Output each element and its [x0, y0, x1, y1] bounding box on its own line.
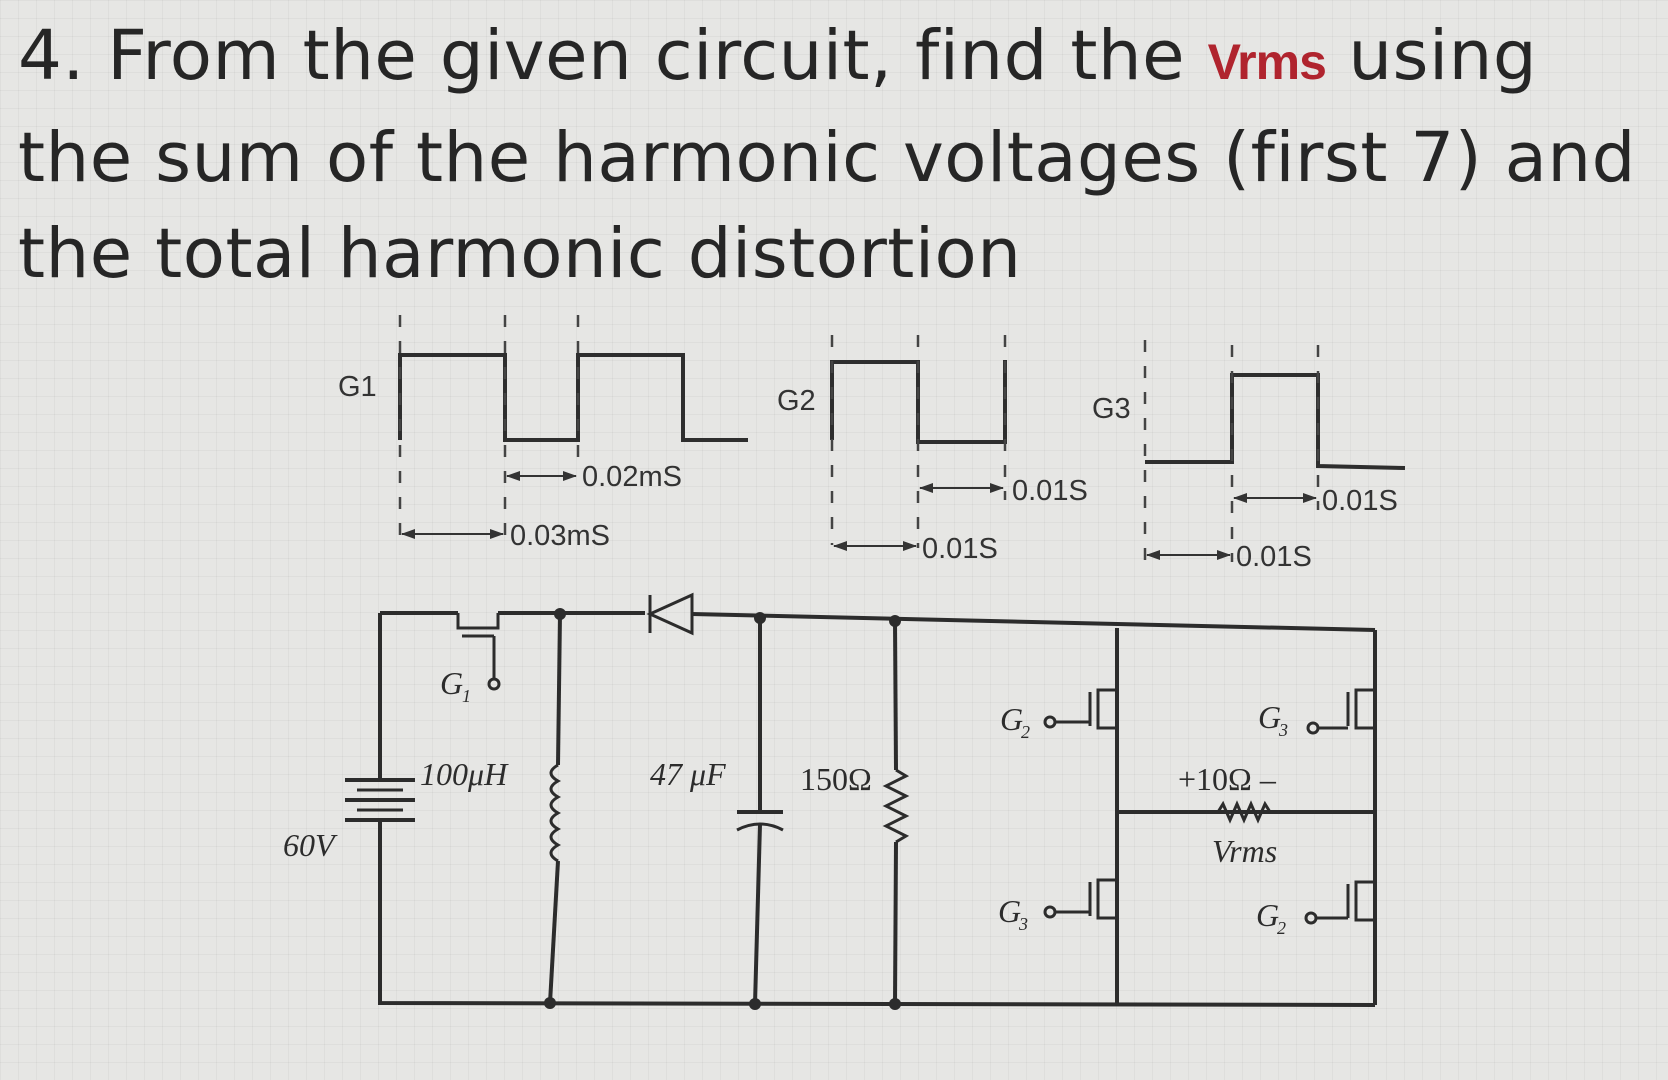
switch-g2-bottom-terminal: [1304, 911, 1318, 925]
switch-g2-bottom-body: [1354, 880, 1375, 922]
waveform-g2-trace: [830, 360, 1007, 444]
gate-g1-label: G: [440, 665, 463, 701]
battery-label: 60V: [283, 827, 338, 863]
question-text: 4. From the given circuit, find the Vrms…: [18, 8, 1648, 302]
resistor-label: 150Ω: [800, 761, 872, 797]
gate-g2-bottom-label: G: [1256, 897, 1279, 933]
gate-g3-bottom-label: G: [998, 893, 1021, 929]
capacitor-lead-bottom: [753, 823, 762, 1005]
gate-g2-bottom-sub: 2: [1277, 918, 1286, 938]
circuit: G 1 60V 100μH: [283, 592, 1377, 1010]
switch-g1-gate-terminal: [487, 677, 501, 691]
waveform-g3: G3 0.01S 0.01S: [1092, 340, 1406, 573]
diode-triangle: [646, 592, 694, 636]
waveform-g3-period-label: 0.01S: [1236, 541, 1312, 573]
switch-g3-bottom-body: [1096, 878, 1117, 920]
wire-top-right: [691, 612, 1376, 632]
vrms-highlight: Vrms: [1207, 34, 1327, 90]
waveform-g1: G1 0.02mS 0.03mS: [338, 315, 748, 552]
switch-g2-top-terminal: [1043, 715, 1057, 729]
inductor-lead-top: [556, 613, 562, 766]
load-voltage-label: Vrms: [1212, 833, 1277, 869]
gate-g3-top-label: G: [1258, 699, 1281, 735]
diode: [646, 592, 694, 636]
resistor-lead-bottom: [893, 841, 898, 1005]
inductor-label: 100μH: [420, 756, 509, 792]
waveform-g1-label: G1: [338, 371, 377, 403]
switch-g3-bottom-terminal: [1043, 905, 1057, 919]
switch-g2-top: G 2: [1000, 688, 1117, 742]
battery-60v: 60V: [283, 778, 415, 863]
waveform-g1-width-label: 0.02mS: [582, 461, 682, 493]
switch-g2-bottom: G 2: [1256, 880, 1375, 938]
switch-g3-top-body: [1354, 688, 1375, 730]
wire-bottom-rail: [378, 822, 1376, 1007]
waveform-g2: G2 0.01S 0.01S: [777, 335, 1088, 565]
switch-g1: G 1: [440, 613, 501, 706]
capacitor-label: 47 μF: [650, 756, 726, 792]
switch-g1-body: [456, 613, 500, 630]
inductor-coil: [549, 763, 562, 863]
switch-g2-top-body: [1096, 688, 1117, 730]
gate-g2-top-sub: 2: [1021, 722, 1030, 742]
gate-g3-top-sub: 3: [1278, 720, 1288, 740]
waveform-g3-label: G3: [1092, 393, 1131, 425]
resistor-zigzag: [882, 768, 910, 844]
gate-g3-bottom-sub: 3: [1018, 914, 1028, 934]
switch-g3-bottom: G 3: [998, 878, 1117, 934]
waveform-g1-trace: [398, 353, 748, 442]
inductor-lead-bottom: [548, 860, 560, 1004]
resistor-lead-top: [893, 620, 898, 771]
switch-g3-top: G 3: [1258, 688, 1375, 740]
waveform-g3-width-label: 0.01S: [1322, 485, 1398, 517]
waveform-g2-width-label: 0.01S: [1012, 475, 1088, 507]
question-before: 4. From the given circuit, find the: [18, 16, 1208, 96]
question-after: using the sum of the harmonic voltages (…: [18, 16, 1636, 294]
inductor-100uh: 100μH: [420, 613, 562, 1004]
waveform-g2-period-label: 0.01S: [922, 533, 998, 565]
load-resistor-zigzag: [1216, 800, 1272, 824]
waveform-g2-label: G2: [777, 385, 816, 417]
gate-g1-sub: 1: [462, 686, 471, 706]
capacitor-47uf: 47 μF: [650, 618, 784, 1005]
h-bridge: G 2 G 3 G 3: [998, 628, 1377, 1005]
gate-g2-top-label: G: [1000, 701, 1023, 737]
switch-g3-top-terminal: [1306, 721, 1320, 735]
waveform-g1-period-label: 0.03mS: [510, 520, 610, 552]
waveform-g3-trace: [1145, 373, 1406, 470]
load-resistor: +10Ω – Vrms: [1178, 761, 1277, 869]
load-resistor-label: +10Ω –: [1178, 761, 1277, 797]
resistor-150ohm: 150Ω: [800, 620, 910, 1005]
